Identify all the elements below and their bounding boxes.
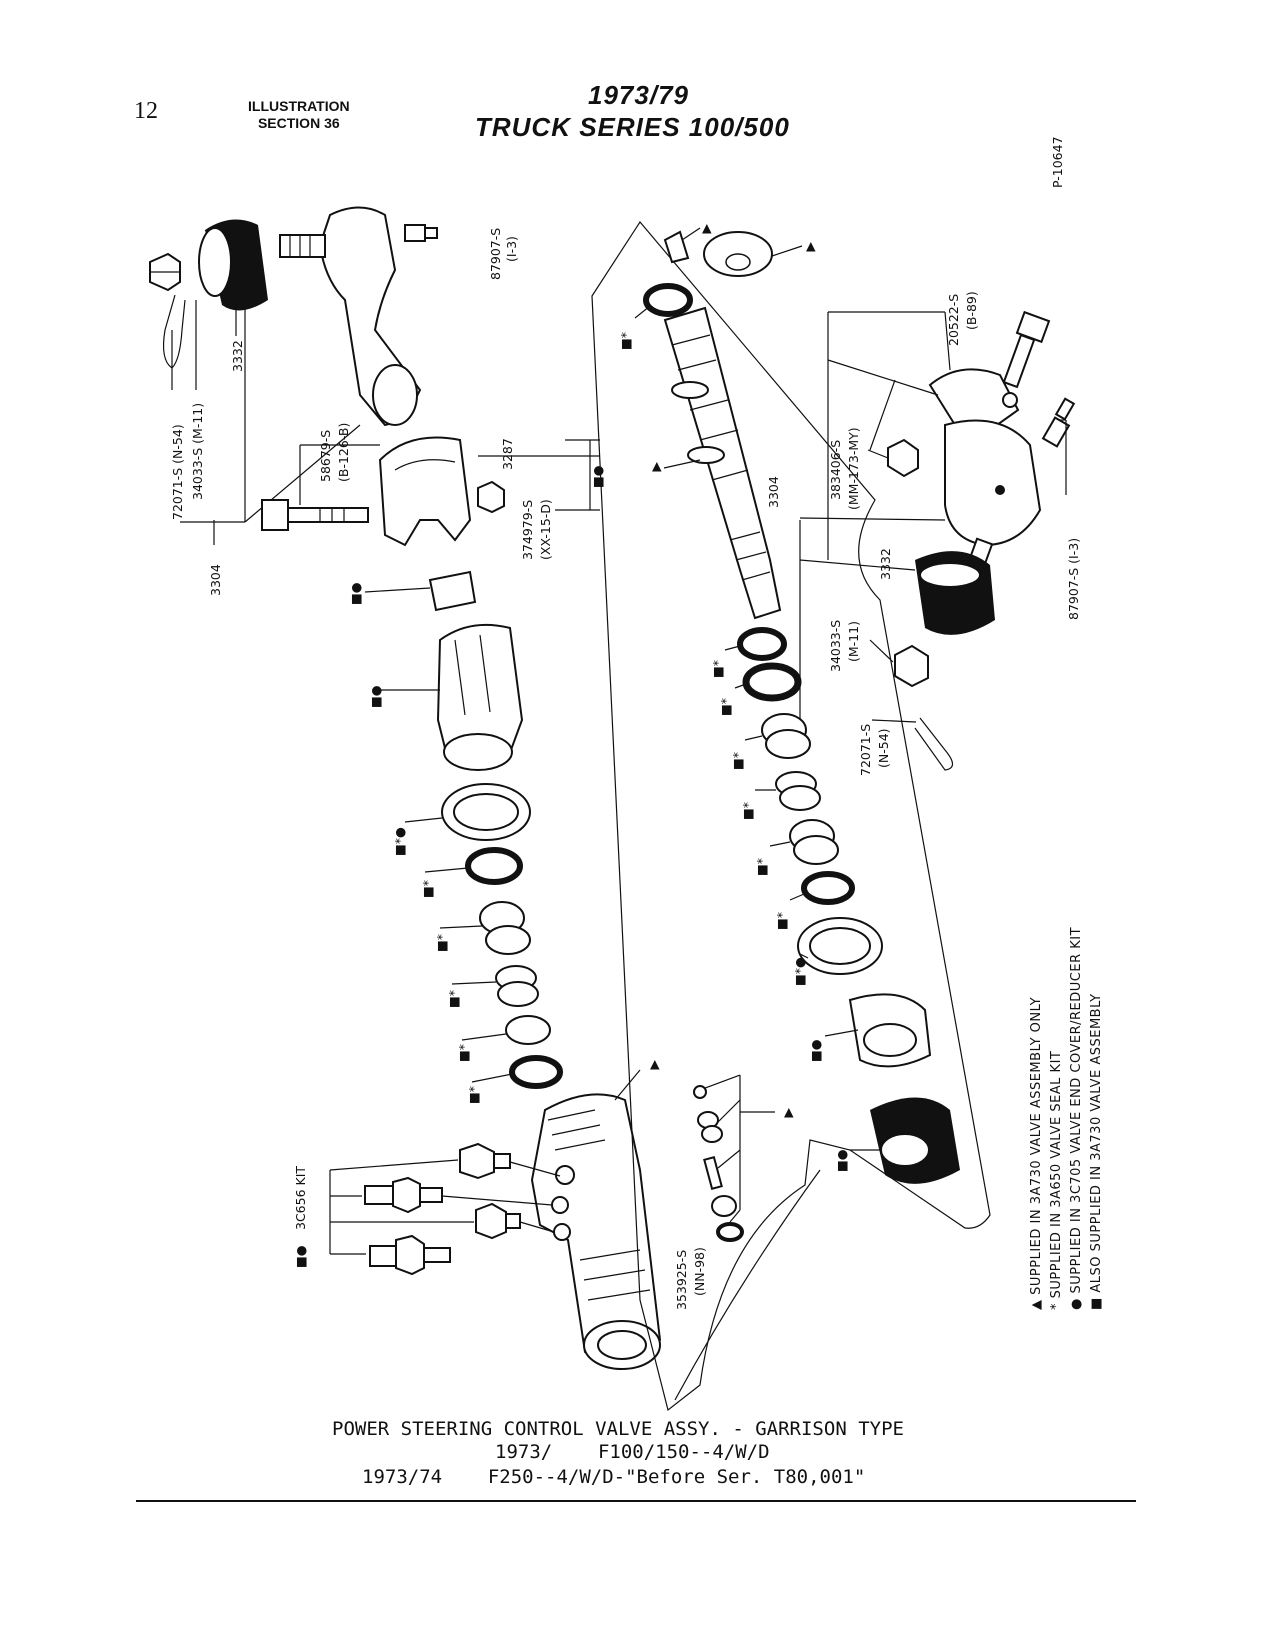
legend: ▲ SUPPLIED IN 3A730 VALVE ASSEMBLY ONLY … <box>1029 927 1104 1310</box>
marker-sq-star-top: ■* <box>618 332 633 350</box>
callout-72071-left: 72071-S (N-54) <box>170 424 185 520</box>
title-series: TRUCK SERIES 100/500 <box>475 112 790 142</box>
callout-3304-mid: 3304 <box>766 476 781 508</box>
grease-fitting-right <box>1041 397 1076 448</box>
o-ring-left-2 <box>509 1055 563 1089</box>
valve-sleeve <box>380 623 524 771</box>
marker-triangle-top-1: ▲ <box>702 220 712 235</box>
seal-stack-left <box>424 847 563 1089</box>
callout-87907-top-sub: (I-3) <box>504 236 519 262</box>
marker-sq-star-m6: ■* <box>774 912 789 930</box>
caption-line1: POWER STEERING CONTROL VALVE ASSY. - GAR… <box>332 1418 904 1440</box>
marker-sq-star-m1: ■* <box>710 660 725 678</box>
callout-374979-sub: (XX-15-D) <box>538 499 553 560</box>
tie-rod-end-left <box>149 206 438 427</box>
legend-item-square: ■ ALSO SUPPLIED IN 3A730 VALVE ASSEMBLY <box>1089 993 1104 1310</box>
grease-fitting-top <box>404 224 438 242</box>
o-ring-mid-1 <box>737 627 787 661</box>
marker-sq-star-circle-2: ■*● <box>792 957 807 986</box>
o-ring-top <box>643 283 693 317</box>
callout-72071-right: 72071-S <box>858 724 873 776</box>
callout-34033-right-sub: (M-11) <box>846 621 861 662</box>
marker-triangle-check: ▲ <box>784 1104 794 1119</box>
section-label: ILLUSTRATION SECTION 36 <box>248 98 350 132</box>
callout-3332-right: 3332 <box>878 548 893 580</box>
seal-stack-middle <box>724 627 960 1184</box>
callout-58679-sub: (B-126-B) <box>336 423 351 482</box>
marker-sq-star-m2: ■* <box>718 698 733 716</box>
marker-sq-circle-4: ■● <box>808 1039 823 1062</box>
fittings-kit <box>364 1142 521 1276</box>
callout-3332-left: 3332 <box>230 340 245 372</box>
marker-sq-star-m3: ■* <box>730 752 745 770</box>
marker-sq-star-1: ■* <box>420 880 435 898</box>
page-number: 12 <box>134 98 158 124</box>
callout-87907-top: 87907-S <box>488 228 503 280</box>
leader-lines-left <box>171 260 361 545</box>
marker-sq-star-5: ■* <box>466 1086 481 1104</box>
cotter-pin-left <box>162 294 186 369</box>
callout-20522-sub: (B-89) <box>964 291 979 330</box>
caption-line2: 1973/ F100/150--4/W/D <box>495 1441 770 1463</box>
callout-72071-right-sub: (N-54) <box>876 728 891 768</box>
leader-lines-fittings <box>329 1159 561 1255</box>
tie-rod-end-body-right <box>944 419 1042 547</box>
callout-383406: 383406-S <box>828 440 843 500</box>
marker-sq-circle-1: ■● <box>590 465 605 488</box>
callout-3287: 3287 <box>500 438 515 470</box>
legend-item-triangle: ▲ SUPPLIED IN 3A730 VALVE ASSEMBLY ONLY <box>1029 997 1044 1310</box>
marker-triangle-housing: ▲ <box>650 1056 660 1071</box>
marker-sq-star-m4: ■* <box>740 802 755 820</box>
marker-sq-circle-kit: ■● <box>293 1245 308 1268</box>
castle-nut-left <box>149 252 181 292</box>
callout-353925: 353925-S <box>674 1250 689 1310</box>
leader-lines-bracket <box>299 439 600 511</box>
plate-number: P-10647 <box>1050 136 1065 188</box>
marker-sq-star-m5: ■* <box>754 858 769 876</box>
section-label-line1: ILLUSTRATION <box>248 98 350 114</box>
callout-3304-left: 3304 <box>208 564 223 596</box>
callout-383406-sub: (MM-173-MY) <box>846 427 861 510</box>
callout-20522: 20522-S <box>946 294 961 346</box>
marker-sq-circle-5: ■● <box>834 1149 849 1172</box>
marker-sq-star-3: ■* <box>446 990 461 1008</box>
o-ring-left-1 <box>465 847 523 885</box>
title-years: 1973/79 <box>588 80 689 110</box>
spool-shaft <box>643 230 782 620</box>
callout-3c656-kit: 3C656 KIT <box>293 1166 308 1230</box>
marker-sq-star-2: ■* <box>434 934 449 952</box>
o-ring-mid-2 <box>742 662 802 702</box>
legend-item-star: * SUPPLIED IN 3A650 VALVE SEAL KIT <box>1049 1051 1064 1310</box>
callout-34033-right: 34033-S <box>828 620 843 672</box>
cotter-pin-right <box>914 717 954 771</box>
marker-sq-star-circle-1: ■*● <box>392 827 407 856</box>
marker-triangle-top-2: ▲ <box>806 238 816 253</box>
check-valve-parts <box>693 1085 744 1242</box>
leader-lines-right <box>799 311 1067 723</box>
o-ring-mid-3 <box>801 871 855 905</box>
callout-87907-right: 87907-S (I-3) <box>1066 538 1081 620</box>
valve-assembly-outline <box>591 220 991 1412</box>
callout-34033-left: 34033-S (M-11) <box>190 403 205 500</box>
callout-353925-sub: (NN-98) <box>692 1247 707 1296</box>
callout-58679: 58679-S <box>318 430 333 482</box>
section-label-line2: SECTION 36 <box>257 115 340 131</box>
castle-nut-right <box>894 644 929 688</box>
bottom-rule <box>136 1500 1136 1502</box>
marker-sq-circle-3: ■● <box>368 685 383 708</box>
clamp-bracket <box>261 436 505 547</box>
marker-sq-star-4: ■* <box>456 1044 471 1062</box>
tie-rod-end-right <box>887 310 1076 771</box>
leader-lines-check <box>704 1074 775 1223</box>
legend-item-circle: ● SUPPLIED IN 3C705 VALVE END COVER/REDU… <box>1069 927 1084 1310</box>
clamp-bolt-right <box>1002 310 1051 389</box>
caption-line3: 1973/74 F250--4/W/D-"Before Ser. T80,001… <box>362 1466 866 1488</box>
seal-left-2 <box>505 1015 551 1045</box>
plug-cap <box>364 570 477 612</box>
callout-374979: 374979-S <box>520 500 535 560</box>
valve-housing <box>530 1093 662 1370</box>
marker-triangle-shaft: ▲ <box>652 458 662 473</box>
marker-sq-circle-2: ■● <box>348 582 363 605</box>
